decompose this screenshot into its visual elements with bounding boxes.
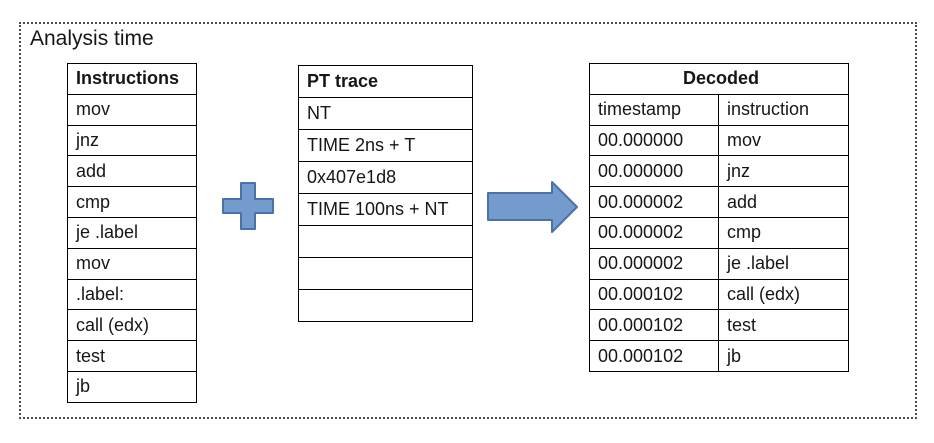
table-row <box>298 289 473 322</box>
table-subheader-row: timestamp instruction <box>589 93 849 126</box>
arrow-right-icon <box>487 181 578 233</box>
table-cell: cmp <box>718 216 849 249</box>
plus-icon <box>222 182 274 230</box>
table-cell: TIME 100ns + NT <box>298 193 473 226</box>
table-cell: jb <box>67 370 197 403</box>
table-cell: je .label <box>67 216 197 249</box>
table-cell: call (edx) <box>67 309 197 342</box>
table-row: call (edx) <box>67 309 197 342</box>
table-cell: mov <box>718 124 849 157</box>
table-row: mov <box>67 93 197 126</box>
pt-trace-header: PT trace <box>298 65 473 98</box>
table-header-row: Decoded <box>589 63 849 95</box>
analysis-time-frame <box>19 22 917 419</box>
table-cell: add <box>718 186 849 218</box>
table-cell: 00.000102 <box>589 309 719 342</box>
table-cell: .label: <box>67 278 197 311</box>
table-cell: add <box>67 155 197 188</box>
table-cell: jnz <box>67 124 197 157</box>
table-cell: 00.000002 <box>589 186 719 218</box>
table-cell: cmp <box>67 186 197 218</box>
table-cell: 0x407e1d8 <box>298 161 473 194</box>
table-row: 0x407e1d8 <box>298 161 473 194</box>
table-cell: TIME 2ns + T <box>298 129 473 162</box>
table-row <box>298 225 473 258</box>
table-cell: mov <box>67 93 197 126</box>
table-cell: 00.000002 <box>589 247 719 280</box>
table-header-row: PT trace <box>298 65 473 98</box>
instructions-header: Instructions <box>67 63 197 95</box>
table-row: jb <box>67 370 197 403</box>
table-row: NT <box>298 97 473 130</box>
decoded-header: Decoded <box>589 63 849 95</box>
table-cell: 00.000102 <box>589 278 719 311</box>
table-header-row: Instructions <box>67 63 197 95</box>
table-cell: test <box>718 309 849 342</box>
table-cell: jb <box>718 340 849 372</box>
table-cell: test <box>67 340 197 372</box>
table-cell: 00.000000 <box>589 155 719 188</box>
table-row: mov <box>67 247 197 280</box>
table-row: je .label <box>67 216 197 249</box>
table-row: test <box>67 340 197 372</box>
table-row: jnz <box>67 124 197 157</box>
table-cell: jnz <box>718 155 849 188</box>
table-cell: mov <box>67 247 197 280</box>
table-cell <box>298 289 473 322</box>
table-row: TIME 2ns + T <box>298 129 473 162</box>
table-cell: call (edx) <box>718 278 849 311</box>
table-cell <box>298 225 473 258</box>
table-row: add <box>67 155 197 188</box>
table-row <box>298 257 473 290</box>
table-cell: 00.000002 <box>589 216 719 249</box>
table-cell: 00.000102 <box>589 340 719 372</box>
table-row: cmp <box>67 186 197 218</box>
table-cell: je .label <box>718 247 849 280</box>
frame-label: Analysis time <box>30 27 154 50</box>
table-cell: NT <box>298 97 473 130</box>
table-cell: 00.000000 <box>589 124 719 157</box>
table-row: TIME 100ns + NT <box>298 193 473 226</box>
table-cell <box>298 257 473 290</box>
table-row: .label: <box>67 278 197 311</box>
decoded-col-instruction: instruction <box>718 93 849 126</box>
decoded-col-timestamp: timestamp <box>589 93 719 126</box>
